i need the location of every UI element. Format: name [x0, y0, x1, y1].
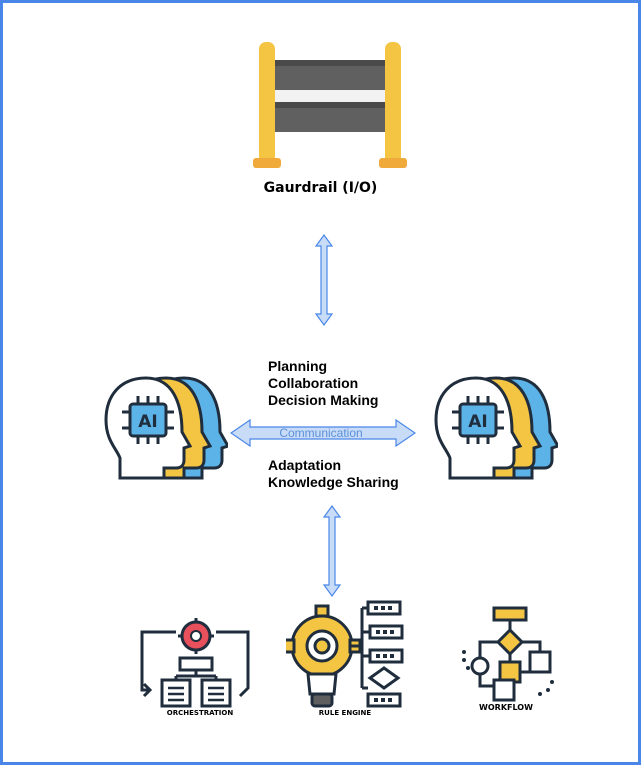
guardrail-label: Gaurdrail (I/O) — [263, 180, 378, 196]
orchestration-label: ORCHESTRATION — [166, 709, 234, 717]
capability-adaptation: Adaptation — [268, 457, 342, 473]
capability-planning: Planning — [268, 358, 328, 374]
ai-heads-icon-right: AI — [434, 376, 558, 480]
capability-collaboration: Collaboration — [268, 375, 359, 391]
workflow-icon — [462, 606, 554, 702]
guardrail-icon — [253, 42, 407, 168]
capabilities-top: Planning Collaboration Decision Making — [268, 358, 378, 409]
ai-heads-icon-left: AI — [104, 376, 228, 480]
capability-knowledge-sharing: Knowledge Sharing — [268, 474, 399, 490]
capabilities-bottom: Adaptation Knowledge Sharing — [268, 457, 399, 491]
capability-decision-making: Decision Making — [268, 392, 379, 408]
agents-tools-arrow — [322, 505, 342, 597]
rule-engine-icon — [286, 600, 404, 708]
workflow-label: WORKFLOW — [479, 703, 533, 712]
svg-text:AI: AI — [138, 412, 157, 432]
guardrail-agents-arrow — [314, 234, 334, 326]
communication-label: Communication — [279, 426, 363, 440]
communication-arrow — [230, 418, 416, 448]
rule-engine-label: RULE ENGINE — [318, 709, 372, 717]
svg-text:AI: AI — [468, 412, 487, 432]
orchestration-icon — [140, 618, 250, 708]
